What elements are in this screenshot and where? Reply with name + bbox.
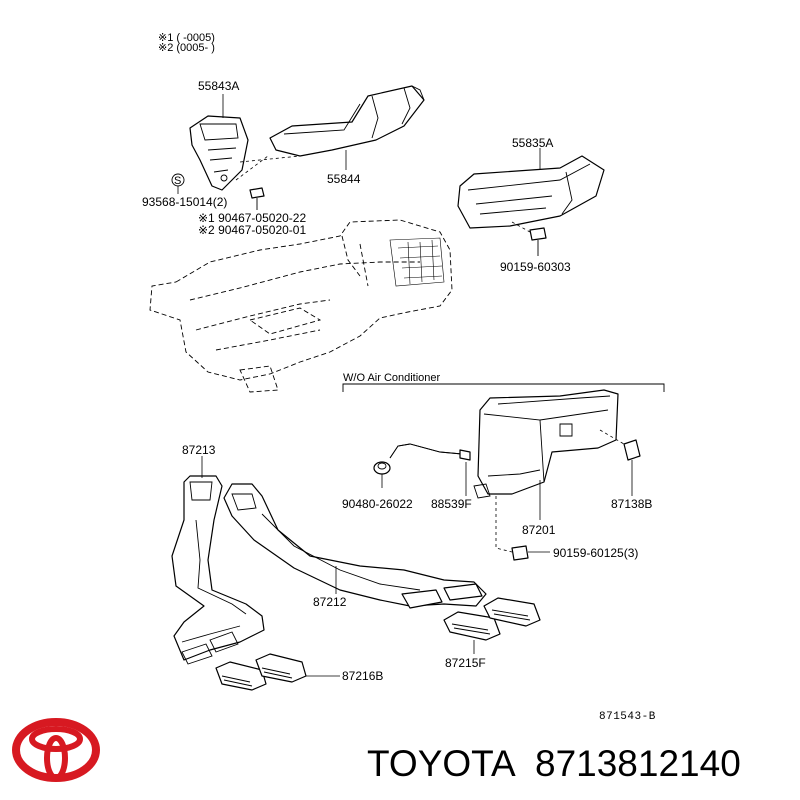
brand-name: TOYOTA xyxy=(367,743,516,784)
part-55844-drawing xyxy=(269,85,425,157)
part-87215F-drawing xyxy=(443,597,541,641)
label-55844: 55844 xyxy=(327,172,361,186)
label-87201: 87201 xyxy=(522,523,556,537)
note-2: ※2 (0005- ) xyxy=(158,42,215,54)
toyota-logo-icon xyxy=(12,718,100,782)
screw-93568-icon: S xyxy=(171,173,185,187)
label-87138B: 87138B xyxy=(611,497,652,511)
part-55835A-drawing xyxy=(457,155,605,229)
label-87216B: 87216B xyxy=(342,669,383,683)
label-90467-1: ※1 90467-05020-22 xyxy=(198,211,306,225)
heater-unit-drawing xyxy=(149,219,453,393)
cable-88539F-drawing xyxy=(389,443,471,461)
note-1: ※1 ( -0005) xyxy=(158,32,215,44)
label-55843A: 55843A xyxy=(198,79,239,93)
clip-90467-icon xyxy=(249,187,265,210)
part-87201-drawing xyxy=(473,389,619,499)
grommet-90480-icon xyxy=(373,461,391,475)
label-87215F: 87215F xyxy=(445,656,486,670)
part-87212-drawing xyxy=(223,483,487,609)
heater-grille-drawing xyxy=(389,237,445,287)
part-87216B-drawing xyxy=(215,653,307,691)
label-90159-60303: 90159-60303 xyxy=(500,260,571,274)
wo-ac-bracket xyxy=(342,383,665,392)
label-90480: 90480-26022 xyxy=(342,497,413,511)
part-55843A-drawing xyxy=(189,115,249,191)
label-93568: 93568-15014(2) xyxy=(142,195,227,209)
label-87212: 87212 xyxy=(313,595,347,609)
label-90467-2: ※2 90467-05020-01 xyxy=(198,223,306,237)
label-88539F: 88539F xyxy=(431,497,472,511)
clip-87138B-icon xyxy=(599,429,641,461)
part-87213-drawing xyxy=(171,475,265,665)
bolt-90159-60125-icon xyxy=(495,496,550,561)
label-55835A: 55835A xyxy=(512,136,553,150)
part-number: 8713812140 xyxy=(535,743,741,784)
svg-text:S: S xyxy=(174,175,181,187)
bolt-90159-60303-icon xyxy=(511,221,547,256)
label-wo-ac: W/O Air Conditioner xyxy=(343,372,441,384)
reference-code: 871543-B xyxy=(599,711,656,723)
label-87213: 87213 xyxy=(182,443,216,457)
label-90159-60125: 90159-60125(3) xyxy=(553,546,638,560)
